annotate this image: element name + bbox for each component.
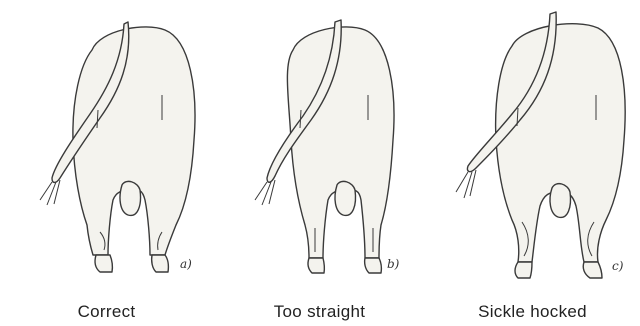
caption-correct: Correct (0, 302, 213, 322)
caption-too-straight: Too straight (213, 302, 426, 322)
cow-rear-view-sickle-hocked: c) (426, 0, 639, 300)
cow-rear-view-too-straight: b) (213, 0, 426, 300)
caption-sickle-hocked: Sickle hocked (426, 302, 639, 322)
panel-correct: a) Correct (0, 0, 213, 326)
panel-sickle-hocked: c) Sickle hocked (426, 0, 639, 326)
panel-letter-b: b) (387, 257, 400, 271)
cow-rear-view-correct: a) (0, 0, 213, 300)
panel-too-straight: b) Too straight (213, 0, 426, 326)
panel-letter-a: a) (180, 257, 192, 271)
panel-letter-c: c) (612, 259, 624, 273)
